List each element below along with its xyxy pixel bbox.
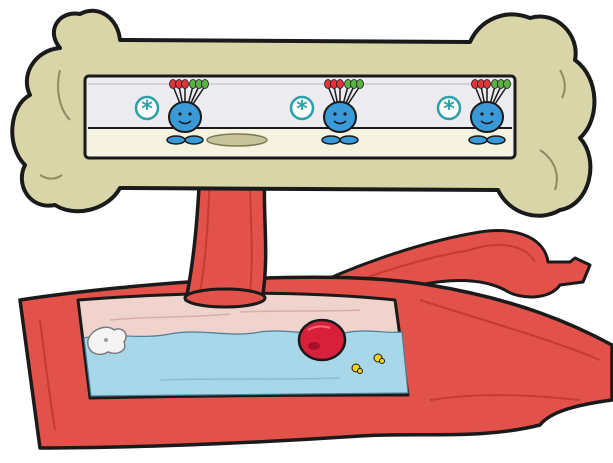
stem-cell-body xyxy=(324,102,356,132)
stem-cell-body xyxy=(471,102,503,132)
stem-cell-marker-symbol: * xyxy=(141,97,153,122)
red-blood-cell-icon xyxy=(299,320,345,360)
plasma xyxy=(84,331,408,396)
platelet-oval xyxy=(207,134,267,146)
white-cell-icon xyxy=(88,327,126,354)
stem-cell-marker-symbol: * xyxy=(296,97,308,122)
stem-cell-body xyxy=(169,102,201,132)
stem-cell-marker-symbol: * xyxy=(443,97,455,122)
